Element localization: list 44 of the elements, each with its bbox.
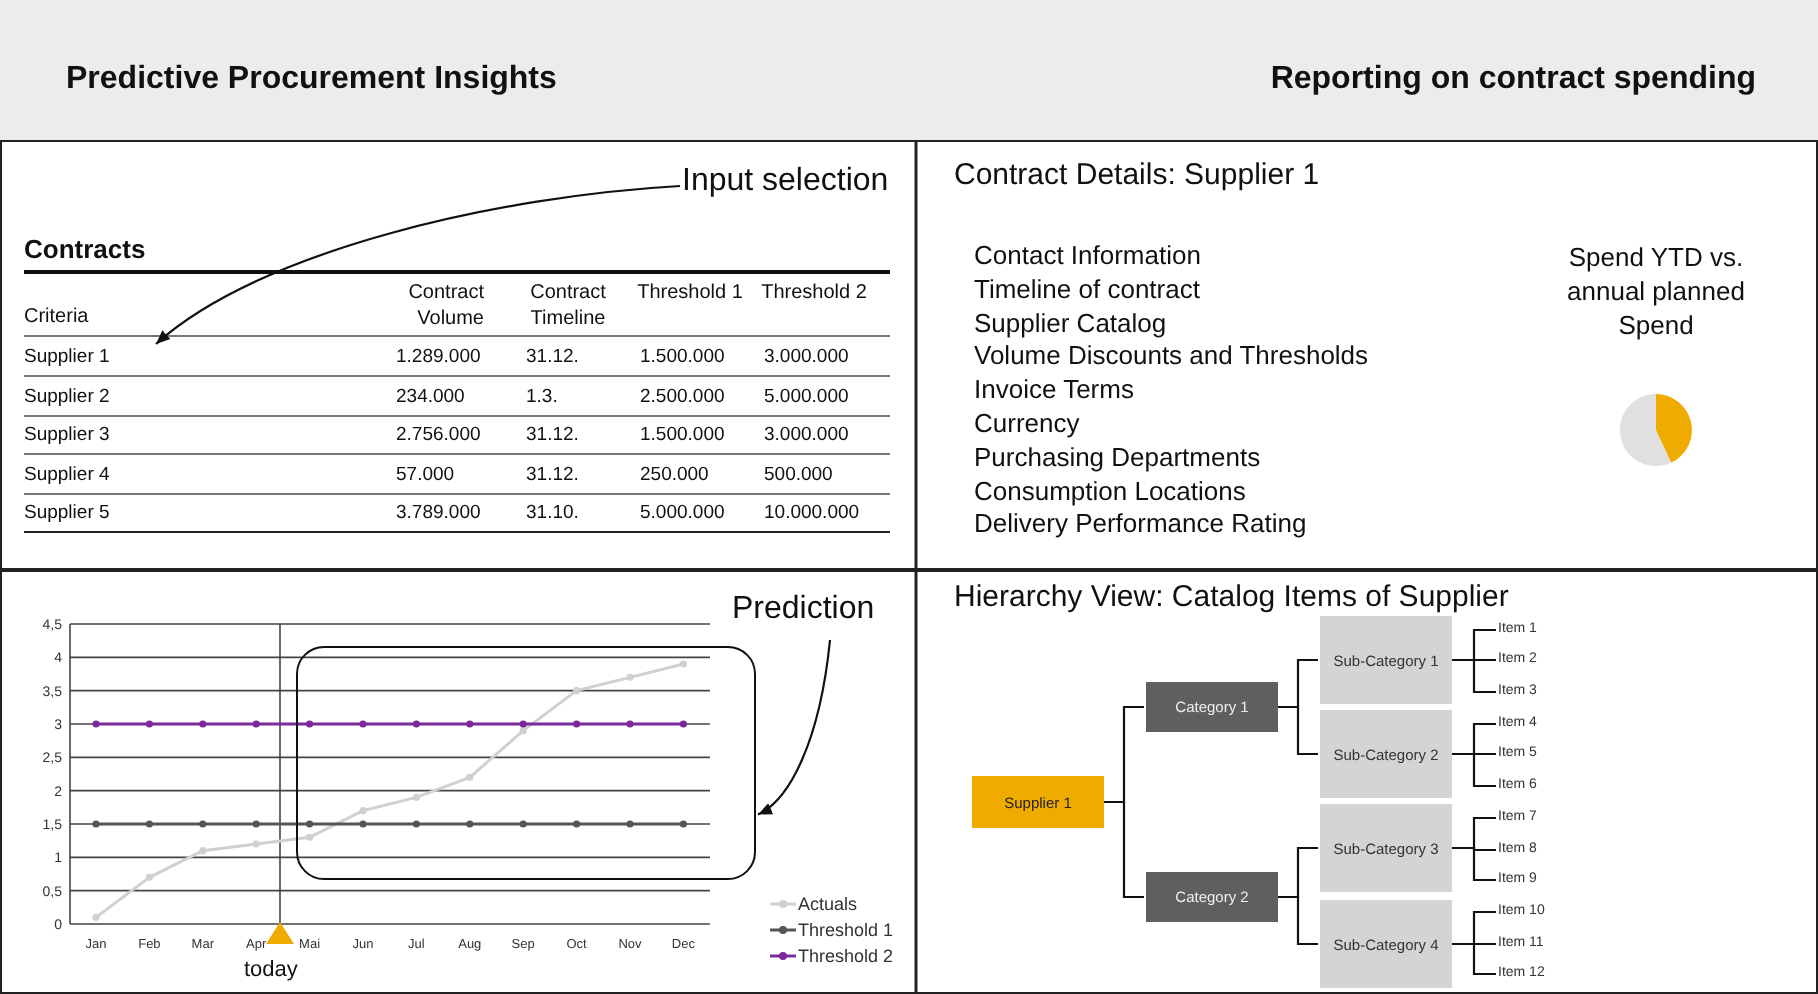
legend-label: Threshold 2: [798, 944, 896, 968]
table-value: 2.756.000: [396, 424, 483, 446]
detail-item: Purchasing Departments: [974, 441, 1263, 474]
table-value: 1.500.000: [640, 346, 727, 368]
table-value: 3.000.000: [764, 424, 851, 446]
legend-label: Threshold 1: [798, 918, 896, 942]
table-value: 500.000: [764, 463, 835, 485]
row-label: Supplier 4: [24, 463, 112, 485]
panel-title: Hierarchy View: Catalog Items of Supplier: [954, 580, 1511, 614]
detail-item: Supplier Catalog: [974, 307, 1169, 340]
row-label: Supplier 5: [24, 502, 112, 524]
detail-item: Consumption Locations: [974, 475, 1248, 508]
detail-item: Currency: [974, 408, 1082, 440]
row-label: Supplier 3: [24, 424, 112, 446]
column-header: Threshold 2: [760, 280, 868, 306]
table-value: 5.000.000: [640, 502, 727, 524]
header-title: Reporting on contract spending: [1270, 62, 1756, 98]
row-label: Supplier 2: [24, 385, 112, 407]
table-value: 234.000: [396, 385, 467, 407]
table-value: 3.789.000: [396, 502, 483, 524]
today-label: today: [244, 958, 300, 982]
panel-title: Contract Details: Supplier 1: [954, 158, 1322, 192]
column-header: Criteria: [24, 306, 91, 328]
legend-label: Actuals: [798, 892, 860, 916]
table-value: 250.000: [640, 463, 711, 485]
table-value: 1.289.000: [396, 346, 483, 368]
detail-item: Contact Information: [974, 240, 1203, 272]
table-value: 5.000.000: [764, 385, 851, 407]
column-header: Contract Timeline: [528, 280, 608, 332]
row-label: Supplier 1: [24, 346, 112, 368]
column-header: Threshold 1: [636, 280, 744, 306]
detail-item: Delivery Performance Rating: [974, 508, 1309, 541]
table-title: Contracts: [24, 234, 148, 264]
chart-caption: Spend YTD vs. annual planned Spend: [1566, 240, 1746, 342]
table-value: 10.000.000: [764, 502, 862, 524]
detail-item: Volume Discounts and Thresholds: [974, 340, 1371, 373]
detail-item: Timeline of contract: [974, 273, 1202, 306]
table-value: 2.500.000: [640, 385, 727, 407]
detail-item: Invoice Terms: [974, 374, 1136, 407]
header-title: Predictive Procurement Insights: [66, 62, 557, 98]
column-header: Contract Volume: [406, 280, 484, 332]
table-value: 3.000.000: [764, 346, 851, 368]
table-value: 1.500.000: [640, 424, 727, 446]
table-value: 57.000: [396, 463, 457, 485]
